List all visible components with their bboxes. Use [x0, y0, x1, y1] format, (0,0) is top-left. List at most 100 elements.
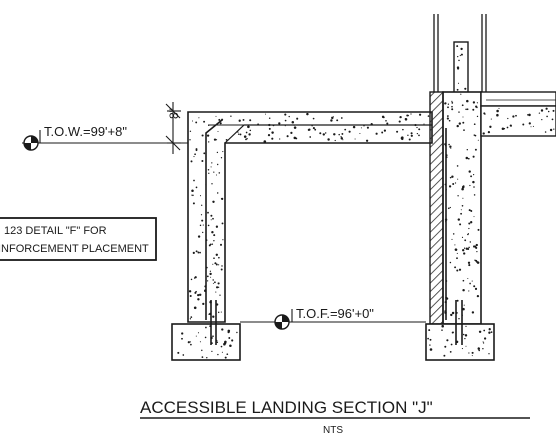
stipple-dot — [461, 204, 464, 207]
stipple-dot — [249, 129, 252, 132]
stipple-dot — [226, 353, 229, 356]
stipple-dot — [193, 306, 197, 310]
stipple-dot — [549, 128, 553, 132]
stipple-dot — [496, 109, 499, 113]
stipple-dot — [522, 123, 525, 126]
stipple-dot — [452, 233, 455, 235]
stipple-dot — [236, 331, 238, 334]
right-wall — [429, 91, 482, 325]
stipple-dot — [443, 354, 446, 357]
stipple-dot — [195, 335, 197, 337]
stipple-dot — [473, 194, 476, 196]
stipple-dot — [466, 99, 469, 103]
stipple-dot — [470, 221, 473, 224]
stipple-dot — [418, 134, 420, 137]
stipple-dot — [189, 130, 192, 132]
stipple-dot — [216, 341, 219, 343]
stipple-dot — [429, 338, 432, 341]
stipple-dot — [363, 125, 365, 127]
stipple-dot — [545, 107, 548, 110]
stipple-dot — [198, 117, 200, 119]
stipple-dot — [189, 341, 191, 343]
stipple-dot — [461, 348, 463, 350]
stipple-dot — [429, 348, 433, 351]
stipple-dot — [212, 279, 214, 281]
stipple-dot — [464, 239, 467, 242]
stipple-dot — [441, 329, 443, 331]
stipple-dot — [334, 139, 336, 142]
stipple-dot — [445, 189, 447, 191]
stipple-dot — [451, 238, 453, 240]
stipple-dot — [187, 341, 190, 344]
stipple-dot — [248, 133, 251, 136]
stipple-dot — [444, 183, 447, 186]
stipple-dot — [473, 285, 476, 288]
stipple-dot — [468, 170, 471, 173]
stipple-dot — [331, 116, 334, 120]
stipple-dot — [181, 337, 183, 340]
stipple-dot — [482, 341, 484, 343]
footings — [171, 323, 495, 361]
stipple-dot — [488, 331, 491, 334]
stipple-dot — [221, 222, 224, 225]
stipple-dot — [445, 156, 448, 159]
stipple-dot — [477, 139, 479, 141]
stipple-dot — [444, 311, 447, 315]
stipple-dot — [209, 300, 212, 304]
stipple-dot — [309, 136, 312, 138]
stipple-dot — [215, 115, 217, 117]
stipple-dot — [451, 100, 453, 103]
stipple-dot — [214, 262, 217, 265]
stipple-dot — [205, 184, 207, 186]
stipple-dot — [291, 121, 295, 124]
stipple-dot — [452, 183, 455, 185]
stipple-dot — [441, 324, 444, 328]
stipple-dot — [182, 354, 185, 356]
stipple-dot — [348, 130, 351, 133]
stipple-dot — [487, 130, 491, 134]
stipple-dot — [221, 197, 224, 200]
stipple-dot — [444, 301, 447, 304]
stipple-dot — [470, 210, 473, 212]
stipple-dot — [461, 104, 464, 107]
stipple-dot — [284, 113, 287, 116]
stipple-dot — [207, 224, 210, 227]
stipple-dot — [192, 202, 195, 205]
stipple-dot — [472, 101, 476, 104]
stipple-dot — [451, 105, 453, 108]
stipple-dot — [472, 180, 475, 184]
concrete-stipple — [177, 45, 555, 359]
stipple-dot — [449, 350, 452, 353]
stipple-dot — [451, 102, 454, 104]
stipple-dot — [404, 118, 407, 120]
stipple-dot — [547, 110, 550, 113]
stipple-dot — [475, 246, 478, 249]
stipple-dot — [210, 219, 212, 221]
stipple-dot — [330, 119, 333, 122]
stipple-dot — [464, 87, 467, 90]
stipple-dot — [237, 131, 239, 133]
stipple-dot — [448, 119, 451, 122]
stipple-dot — [191, 120, 194, 122]
stipple-dot — [211, 183, 213, 185]
stipple-dot — [468, 290, 470, 292]
stipple-dot — [293, 124, 295, 126]
stipple-dot — [473, 174, 475, 176]
stipple-dot — [199, 195, 202, 197]
stipple-dot — [340, 137, 344, 140]
stipple-dot — [428, 329, 431, 332]
stipple-dot — [470, 175, 473, 178]
stipple-dot — [398, 120, 401, 123]
stipple-dot — [449, 145, 452, 148]
stipple-dot — [197, 332, 200, 334]
stipple-dot — [307, 128, 310, 131]
stipple-dot — [458, 59, 460, 62]
stipple-dot — [207, 169, 210, 171]
railing-posts — [433, 14, 487, 92]
stipple-dot — [342, 139, 344, 141]
stipple-dot — [482, 347, 484, 350]
tof-marker — [240, 309, 426, 330]
stipple-dot — [381, 131, 384, 134]
stipple-dot — [444, 144, 447, 147]
stipple-dot — [454, 248, 458, 251]
